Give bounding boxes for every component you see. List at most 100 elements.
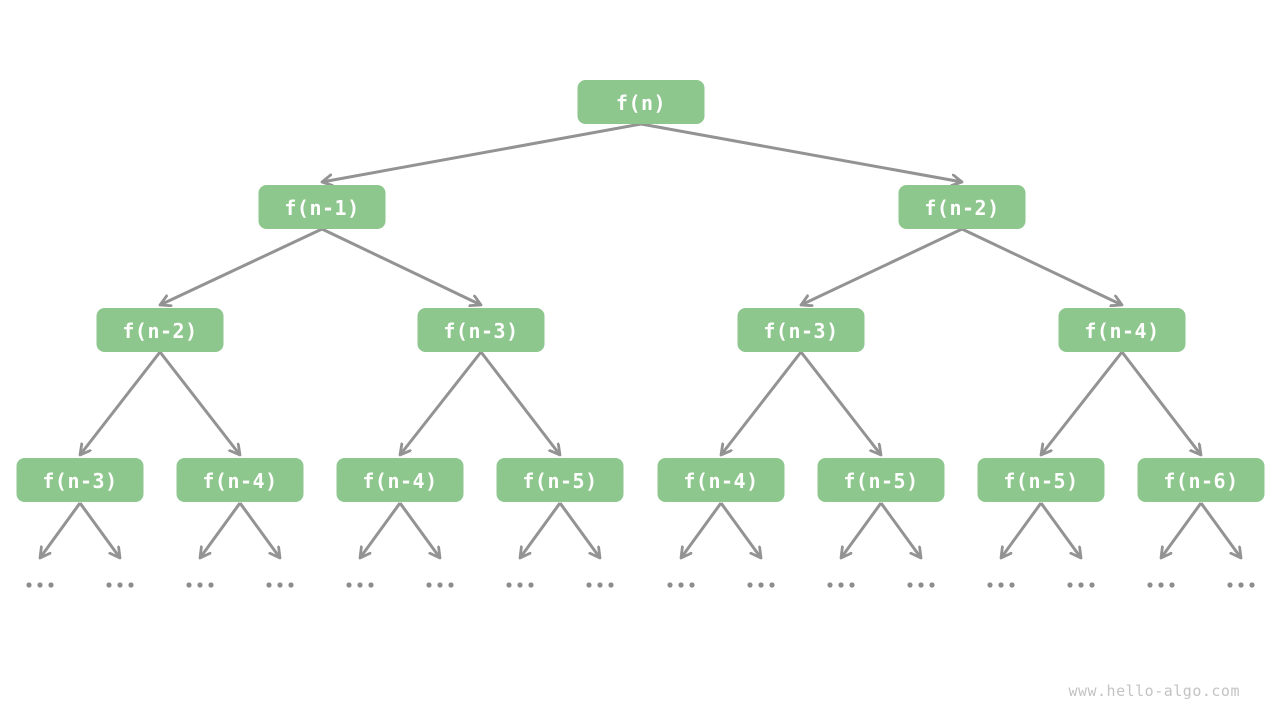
tree-node-label: f(n-2) xyxy=(122,319,197,343)
leaf-edge-2 xyxy=(200,502,242,558)
ellipsis-dot-icon xyxy=(849,582,855,588)
leaf-edge-9 xyxy=(719,502,761,558)
ellipsis-leaf-12 xyxy=(987,582,1015,588)
tree-node-11: f(n-4) xyxy=(657,458,785,502)
ellipsis-dot-icon xyxy=(288,582,294,588)
ellipsis-leaf-1 xyxy=(106,582,134,588)
ellipsis-dot-icon xyxy=(266,582,272,588)
ellipsis-dot-icon xyxy=(1078,582,1084,588)
leaf-edge-5 xyxy=(398,502,440,558)
leaf-edge-1 xyxy=(78,502,120,558)
tree-node-box xyxy=(258,185,386,229)
leaf-edge-0 xyxy=(40,502,82,558)
tree-node-box xyxy=(657,458,785,502)
ellipsis-dot-icon xyxy=(667,582,673,588)
ellipsis-leaf-11 xyxy=(907,582,935,588)
tree-edge-n4-n9 xyxy=(400,351,483,455)
ellipsis-dot-icon xyxy=(769,582,775,588)
watermark: www.hello-algo.com xyxy=(1068,682,1240,700)
ellipsis-dot-icon xyxy=(747,582,753,588)
tree-edge-n6-n13 xyxy=(1041,351,1124,455)
tree-node-box xyxy=(96,308,224,352)
ellipsis-leaf-4 xyxy=(346,582,374,588)
tree-node-box xyxy=(977,458,1105,502)
leaf-layer xyxy=(26,502,1255,588)
tree-node-6: f(n-4) xyxy=(1058,308,1186,352)
ellipsis-dot-icon xyxy=(998,582,1004,588)
tree-node-7: f(n-3) xyxy=(16,458,144,502)
ellipsis-leaf-3 xyxy=(266,582,294,588)
tree-node-0: f(n) xyxy=(577,80,705,124)
node-layer: f(n)f(n-1)f(n-2)f(n-2)f(n-3)f(n-3)f(n-4)… xyxy=(16,80,1265,502)
leaf-edge-8 xyxy=(681,502,723,558)
ellipsis-dot-icon xyxy=(1238,582,1244,588)
leaf-edge-4 xyxy=(360,502,402,558)
ellipsis-dot-icon xyxy=(1147,582,1153,588)
tree-node-12: f(n-5) xyxy=(817,458,945,502)
leaf-edge-13 xyxy=(1039,502,1081,558)
ellipsis-dot-icon xyxy=(277,582,283,588)
ellipsis-leaf-15 xyxy=(1227,582,1255,588)
ellipsis-leaf-2 xyxy=(186,582,214,588)
tree-edge-n2-n5 xyxy=(801,227,963,305)
ellipsis-dot-icon xyxy=(907,582,913,588)
ellipsis-dot-icon xyxy=(689,582,695,588)
edge-layer xyxy=(80,122,1201,455)
ellipsis-dot-icon xyxy=(586,582,592,588)
ellipsis-dot-icon xyxy=(758,582,764,588)
ellipsis-dot-icon xyxy=(128,582,134,588)
leaf-edge-14 xyxy=(1161,502,1203,558)
tree-node-box xyxy=(898,185,1026,229)
tree-node-box xyxy=(176,458,304,502)
ellipsis-dot-icon xyxy=(1249,582,1255,588)
ellipsis-dot-icon xyxy=(117,582,123,588)
tree-edge-n1-n4 xyxy=(321,227,481,305)
tree-edge-n4-n10 xyxy=(479,351,560,455)
tree-node-label: f(n-6) xyxy=(1163,469,1238,493)
ellipsis-leaf-13 xyxy=(1067,582,1095,588)
ellipsis-dot-icon xyxy=(1009,582,1015,588)
ellipsis-dot-icon xyxy=(26,582,32,588)
leaf-edge-15 xyxy=(1199,502,1241,558)
ellipsis-leaf-6 xyxy=(506,582,534,588)
tree-node-label: f(n-5) xyxy=(843,469,918,493)
tree-node-5: f(n-3) xyxy=(737,308,865,352)
ellipsis-leaf-10 xyxy=(827,582,855,588)
ellipsis-dot-icon xyxy=(368,582,374,588)
tree-node-box xyxy=(417,308,545,352)
tree-node-box xyxy=(336,458,464,502)
tree-node-box xyxy=(577,80,705,124)
tree-node-label: f(n-5) xyxy=(1003,469,1078,493)
tree-edge-n2-n6 xyxy=(961,227,1122,305)
tree-node-2: f(n-2) xyxy=(898,185,1026,229)
tree-node-box xyxy=(1137,458,1265,502)
tree-edge-n5-n11 xyxy=(721,351,803,455)
ellipsis-dot-icon xyxy=(1227,582,1233,588)
tree-node-13: f(n-5) xyxy=(977,458,1105,502)
ellipsis-dot-icon xyxy=(838,582,844,588)
tree-node-box xyxy=(1058,308,1186,352)
ellipsis-dot-icon xyxy=(608,582,614,588)
ellipsis-dot-icon xyxy=(929,582,935,588)
ellipsis-dot-icon xyxy=(1067,582,1073,588)
ellipsis-dot-icon xyxy=(678,582,684,588)
ellipsis-dot-icon xyxy=(357,582,363,588)
ellipsis-leaf-8 xyxy=(667,582,695,588)
ellipsis-dot-icon xyxy=(186,582,192,588)
ellipsis-leaf-7 xyxy=(586,582,614,588)
tree-node-label: f(n-3) xyxy=(763,319,838,343)
tree-edge-n6-n14 xyxy=(1120,351,1201,455)
ellipsis-dot-icon xyxy=(528,582,534,588)
tree-edge-n3-n8 xyxy=(158,351,240,455)
leaf-edge-10 xyxy=(841,502,883,558)
ellipsis-dot-icon xyxy=(437,582,443,588)
leaf-edge-11 xyxy=(879,502,921,558)
ellipsis-dot-icon xyxy=(987,582,993,588)
ellipsis-dot-icon xyxy=(208,582,214,588)
tree-node-box xyxy=(737,308,865,352)
ellipsis-leaf-0 xyxy=(26,582,54,588)
ellipsis-dot-icon xyxy=(48,582,54,588)
ellipsis-dot-icon xyxy=(517,582,523,588)
tree-node-label: f(n-4) xyxy=(362,469,437,493)
